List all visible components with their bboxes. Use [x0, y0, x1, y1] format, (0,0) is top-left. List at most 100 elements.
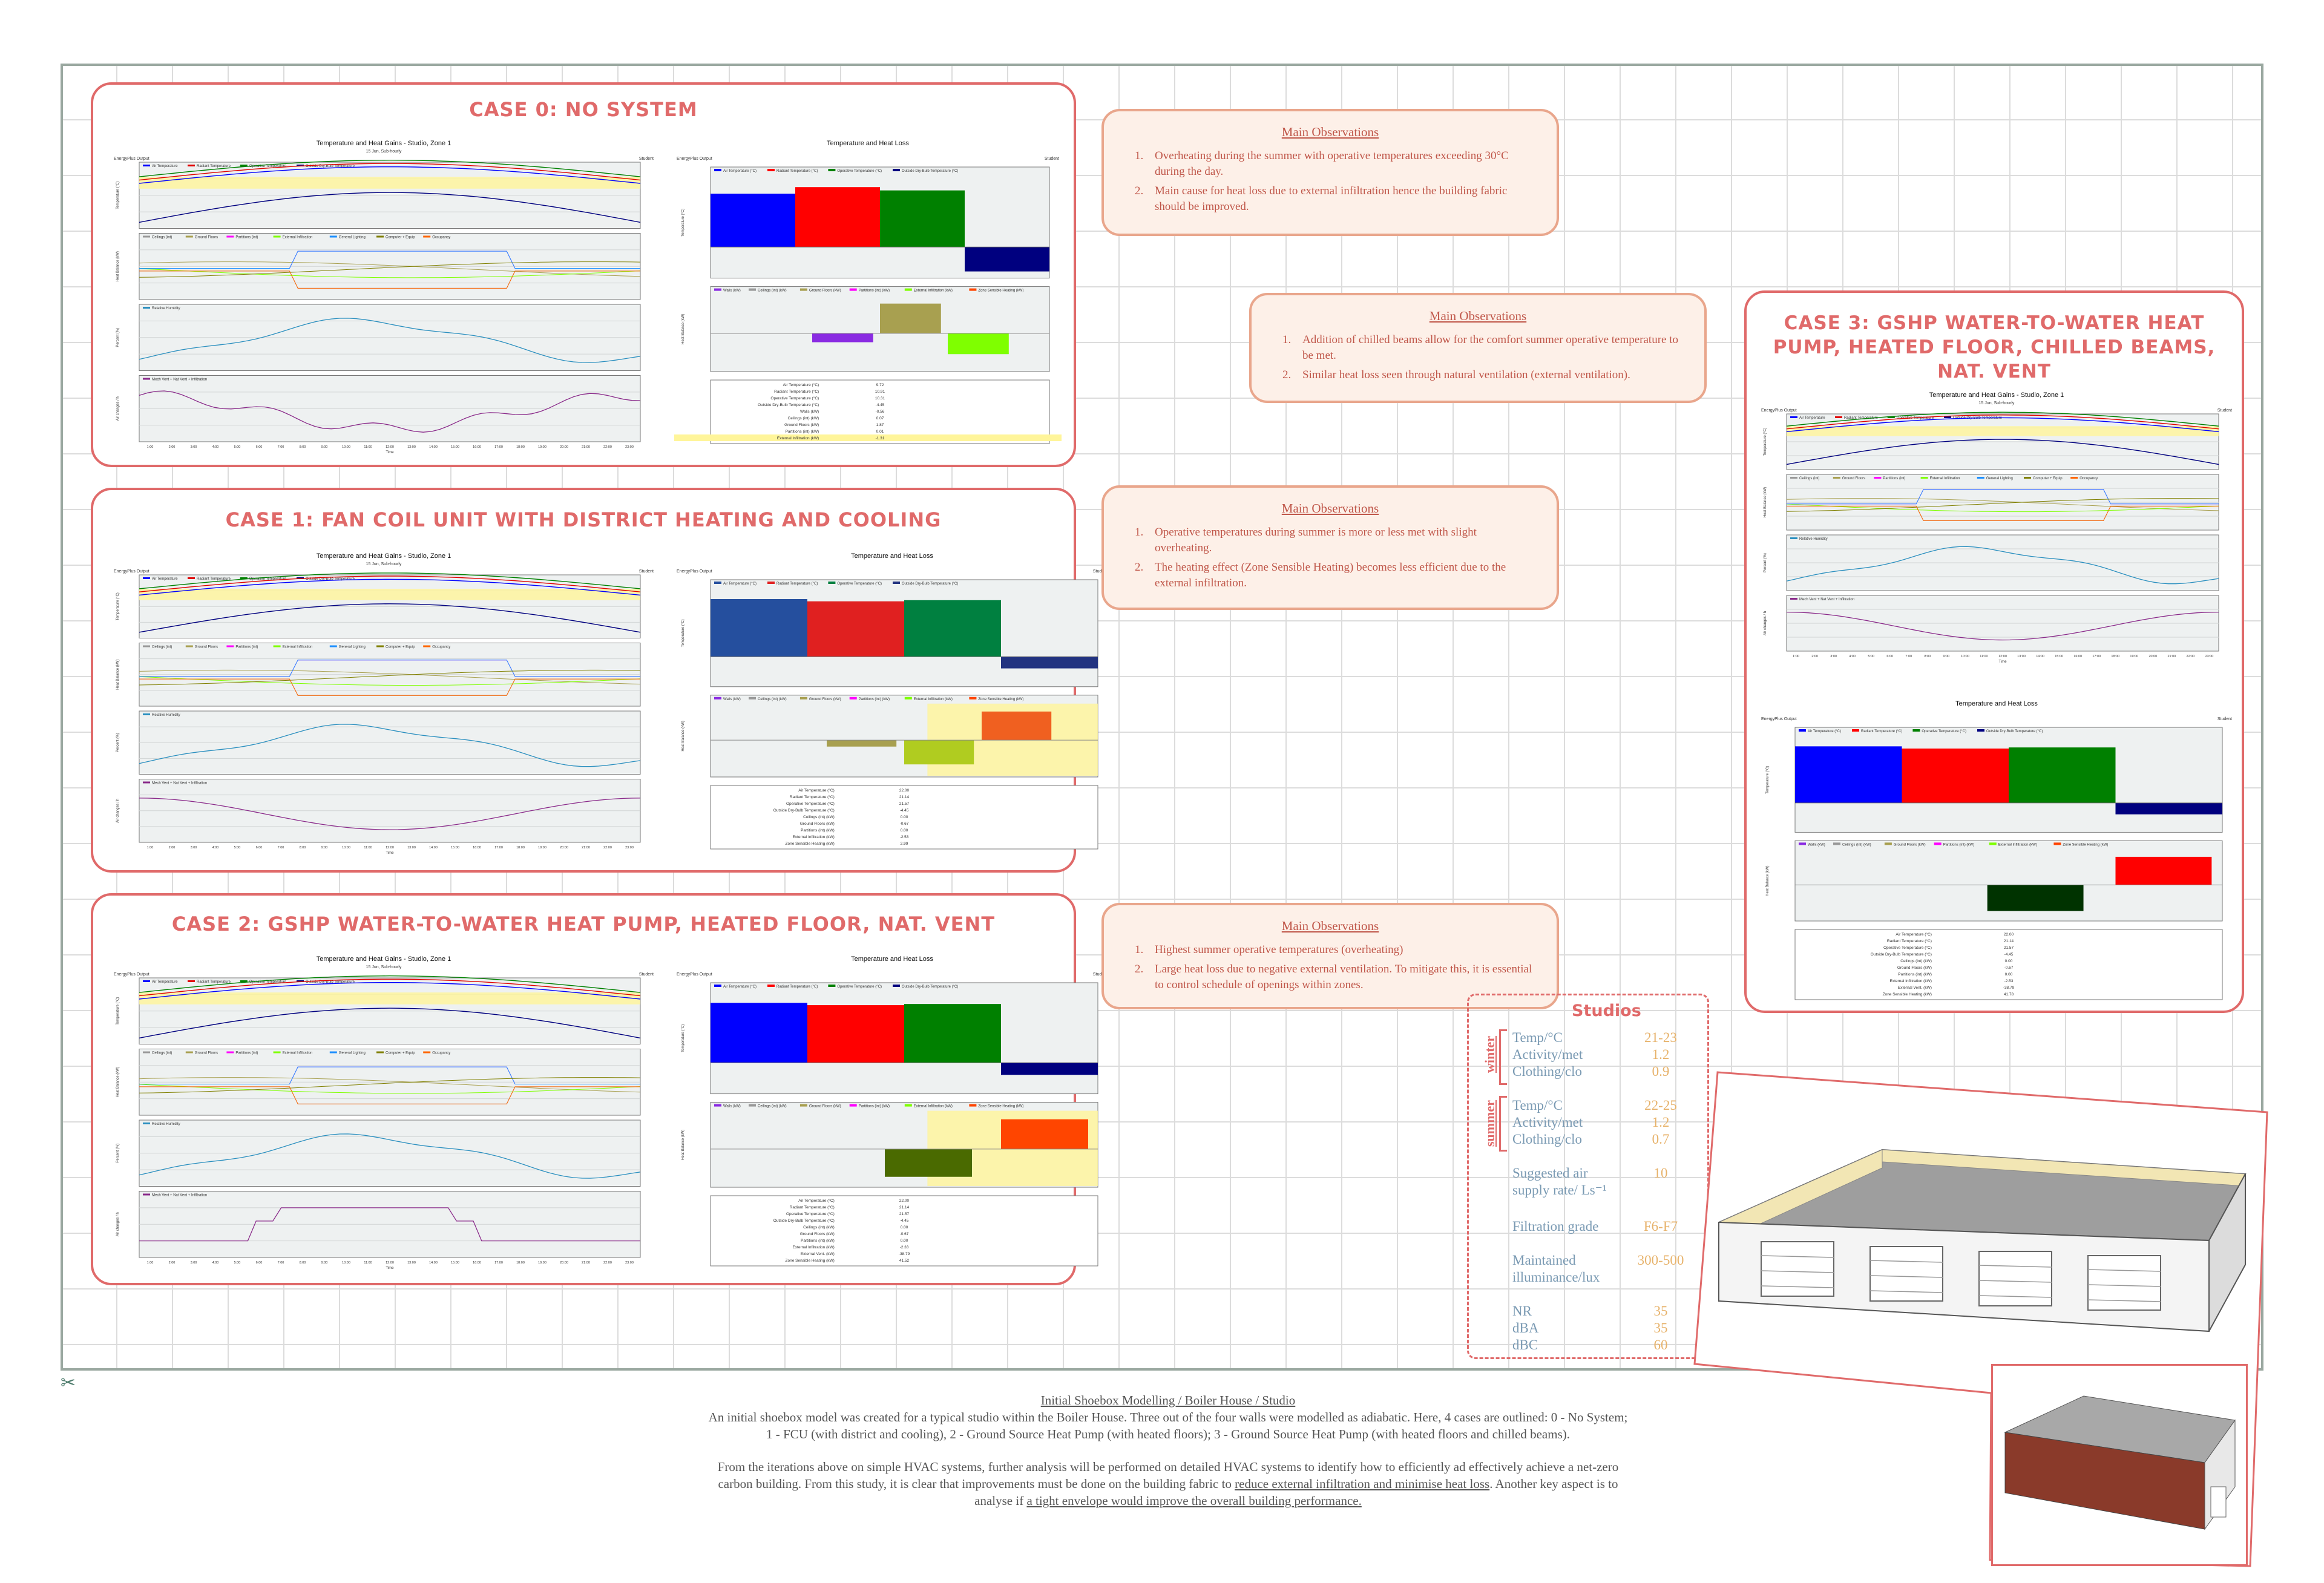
time-tick-label: 7:00: [278, 445, 284, 449]
noise-nr-value: 35: [1653, 1303, 1668, 1319]
legend-label: Walls (kW): [723, 698, 741, 701]
table-value: 2.99: [901, 842, 908, 846]
legend-swatch: [767, 169, 775, 171]
table-value: 22.00: [899, 1199, 910, 1203]
table-value: 0.00: [901, 815, 908, 819]
table-label: Partitions (int) (kW): [801, 1239, 835, 1243]
legend-swatch: [904, 1104, 912, 1107]
studios-title: Studios: [1572, 1001, 1641, 1020]
table-value: -38.79: [899, 1252, 910, 1256]
legend-label: Computer + Equip: [386, 646, 415, 649]
chart-author-tag: Student: [2217, 717, 2232, 721]
table-label: External Vent. (kW): [1898, 986, 1932, 990]
temperature-bar: [965, 247, 1049, 272]
legend-swatch: [240, 980, 248, 982]
chart-source-tag: EnergyPlus Output: [114, 569, 149, 574]
legend-swatch: [143, 1123, 150, 1124]
table-label: Ground Floors (kW): [800, 1232, 835, 1236]
legend-label: Ground Floors: [195, 1052, 218, 1055]
legend-label: Zone Sensible Heating (kW): [978, 289, 1023, 293]
time-tick-label: 13:00: [407, 846, 416, 850]
chart-subtitle: 15 Jun, Sub-hourly: [366, 562, 402, 566]
observations-title: Main Observations: [1281, 919, 1379, 933]
legend-label: Operative Temperature: [249, 577, 287, 581]
humidity-line: [139, 724, 641, 767]
table-label: Air Temperature (°C): [798, 1198, 835, 1203]
legend-swatch: [1934, 842, 1942, 845]
winter-activity-label: Activity/met: [1512, 1047, 1583, 1062]
table-value: -4.45: [900, 808, 909, 813]
legend-label: Computer + Equip: [386, 1052, 415, 1055]
temperature-bar: [1001, 657, 1098, 669]
chart-author-tag: Student: [639, 157, 654, 161]
time-tick-label: 17:00: [2092, 655, 2101, 658]
legend-label: Radiant Temperature: [197, 577, 231, 581]
legend-swatch: [904, 288, 912, 291]
chart-subtitle: 15 Jun, Sub-hourly: [366, 965, 402, 969]
legend-swatch: [714, 169, 721, 171]
comfort-band: [1787, 426, 2219, 436]
heat-gain-series-line: [1787, 489, 2219, 505]
chart-title: Temperature and Heat Gains - Studio, Zon…: [317, 955, 451, 963]
heat-gain-series-line: [1786, 503, 2219, 513]
table-value: 0.00: [2005, 959, 2013, 963]
legend-label: Ground Floors (kW): [809, 698, 841, 701]
table-label: Air Temperature (°C): [1896, 932, 1932, 937]
time-tick-label: 16:00: [2073, 655, 2082, 658]
case-3-title: CASE 3: GSHP WATER-TO-WATER HEAT PUMP, H…: [1773, 312, 2216, 382]
table-label: Radiant Temperature (°C): [790, 795, 835, 799]
table-value: 21.14: [2004, 939, 2014, 943]
legend-swatch: [969, 696, 977, 700]
legend-label: Partitions (int) (kW): [1943, 843, 1974, 847]
heat-gain-series-line: [139, 669, 641, 686]
legend-swatch: [273, 1051, 281, 1054]
noise-nr-label: NR: [1512, 1303, 1532, 1319]
chart-subtitle: 15 Jun, Sub-hourly: [1979, 401, 2015, 405]
time-tick-label: 15:00: [451, 1261, 459, 1265]
chart-source-tag: EnergyPlus Output: [677, 157, 712, 161]
legend-label: Partitions (int) (kW): [859, 289, 890, 293]
legend-swatch: [1887, 416, 1895, 418]
table-label: External Infiltration (kW): [1890, 979, 1932, 983]
table-label: Outside Dry-Bulb Temperature (°C): [773, 1218, 835, 1223]
axis-label: Air changes / h: [1764, 611, 1767, 635]
chart-author-tag: Student: [2217, 408, 2232, 413]
time-tick-label: 20:00: [560, 445, 568, 449]
time-tick-label: 21:00: [582, 445, 590, 449]
case-2-title: CASE 2: GSHP WATER-TO-WATER HEAT PUMP, H…: [171, 913, 996, 936]
time-tick-label: 16:00: [473, 1261, 481, 1265]
legend-label: Outside Dry-Bulb Temperature (°C): [902, 985, 958, 989]
legend-label: Occupancy: [432, 1052, 450, 1055]
axis-label: Air changes / h: [116, 396, 120, 421]
legend-swatch: [143, 1193, 150, 1196]
axis-label: Percent (%): [116, 733, 120, 752]
legend-label: Radiant Temperature: [197, 980, 231, 984]
heat-loss-bar: [827, 740, 897, 747]
legend-swatch: [849, 1104, 857, 1107]
legend-label: Outside Dry-Bulb Temperature (°C): [1986, 730, 2043, 733]
time-tick-label: 9:00: [1943, 655, 1950, 658]
legend-label: Radiant Temperature (°C): [1861, 730, 1902, 733]
time-tick-label: 10:00: [342, 445, 350, 449]
heat-gain-series-line: [139, 660, 640, 677]
time-tick-label: 6:00: [256, 1261, 263, 1265]
chart-title: Temperature and Heat Loss: [827, 140, 909, 147]
noise-dba-value: 35: [1653, 1320, 1668, 1336]
shoebox-model-small: [2004, 1395, 2236, 1530]
heat-gain-series-line: [139, 1084, 641, 1094]
table-label: Outside Dry-Bulb Temperature (°C): [1871, 952, 1932, 957]
observation-item: Operative temperatures during summer is …: [1146, 525, 1532, 556]
temperature-series-line: [139, 578, 641, 596]
legend-label: Relative Humidity: [152, 713, 180, 717]
temperature-bar: [711, 194, 795, 247]
heat-gains-chart-svg: Temperature and Heat Gains - Studio, Zon…: [114, 140, 654, 454]
legend-swatch: [143, 1051, 150, 1054]
temperature-series-line: [139, 159, 641, 177]
legend-label: Outside Dry-Bulb Temperature: [306, 577, 355, 581]
heat-gain-series-line: [139, 1066, 640, 1084]
heat-gain-series-line: [1787, 505, 2219, 521]
heat-gains-chart-svg: Temperature and Heat Gains - Studio, Zon…: [114, 552, 654, 855]
legend-label: External Infiltration: [283, 646, 313, 649]
legend-label: Air Temperature: [152, 577, 178, 581]
